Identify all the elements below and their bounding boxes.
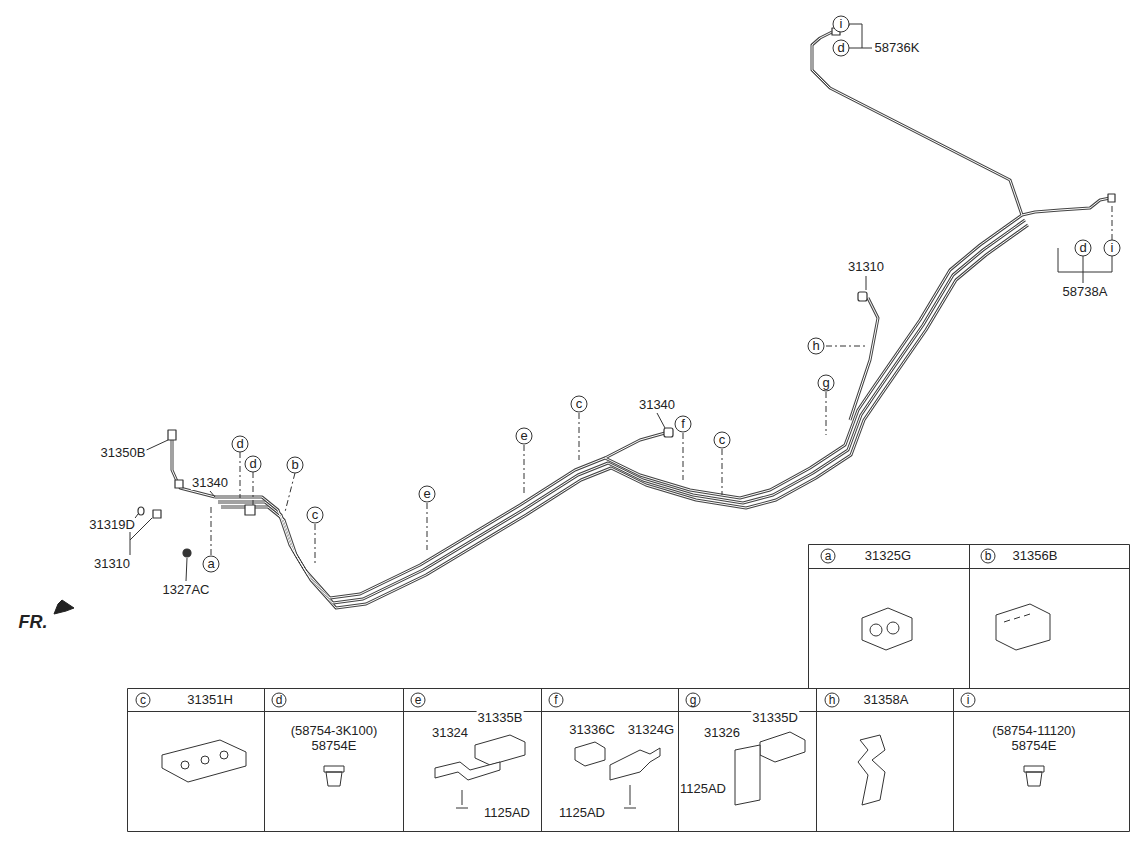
part-number: 1327AC — [162, 583, 211, 597]
part-number: 31340 — [191, 476, 229, 490]
callout-letter: c — [719, 433, 726, 447]
part-number: 31335D — [751, 711, 799, 725]
part-number: 1125AD — [558, 806, 606, 820]
callout-letter: c — [312, 508, 319, 522]
callout-letter: h — [812, 339, 819, 353]
callout-letter: c — [140, 693, 146, 707]
callout-letter: c — [576, 397, 583, 411]
part-number: 31310 — [847, 260, 885, 274]
part-number: 31340 — [638, 398, 676, 412]
callout-letter: d — [837, 41, 844, 55]
callout-letter: a — [825, 549, 832, 563]
part-number: (58754-3K100) — [290, 724, 379, 738]
part-number: 31310 — [93, 557, 131, 571]
callout-letter: d — [1079, 241, 1086, 255]
part-number: 58754E — [1011, 739, 1058, 753]
part-number: 58738A — [1062, 285, 1109, 299]
callout-letter: f — [681, 417, 685, 431]
part-number: 31351H — [186, 693, 234, 707]
part-number: 31319D — [88, 518, 136, 532]
front-indicator: FR. — [19, 615, 48, 629]
callout-letter: e — [415, 693, 422, 707]
part-number: 31325G — [864, 549, 912, 563]
part-number: 58754E — [311, 739, 358, 753]
part-number: 31326 — [703, 726, 741, 740]
callout-letter: f — [554, 693, 557, 707]
callout-letter: g — [690, 693, 697, 707]
part-number: 31336C — [568, 723, 616, 737]
callout-letter: i — [1111, 241, 1114, 255]
part-number: 31335B — [477, 711, 524, 725]
part-number: (58754-11120) — [991, 724, 1076, 738]
callout-letter: h — [829, 693, 836, 707]
callout-letter: b — [985, 549, 992, 563]
callout-letter: d — [249, 457, 256, 471]
part-number: 31350B — [100, 446, 147, 460]
callout-letter: i — [840, 17, 843, 31]
part-number: 31358A — [863, 693, 910, 707]
part-number: 31356B — [1012, 549, 1059, 563]
part-number: 1125AD — [483, 806, 531, 820]
part-number: 1125AD — [679, 782, 727, 796]
callout-letter: g — [822, 376, 829, 390]
callout-letter: e — [423, 487, 430, 501]
callout-letter: b — [291, 458, 298, 472]
callout-letter: i — [967, 693, 970, 707]
part-number: 31324 — [431, 726, 469, 740]
callout-letter: a — [207, 557, 214, 571]
part-number: 31324G — [627, 723, 675, 737]
callout-letter: d — [236, 437, 243, 451]
callout-letter: d — [276, 693, 283, 707]
callout-letter: e — [520, 429, 527, 443]
part-number: 58736K — [874, 41, 921, 55]
